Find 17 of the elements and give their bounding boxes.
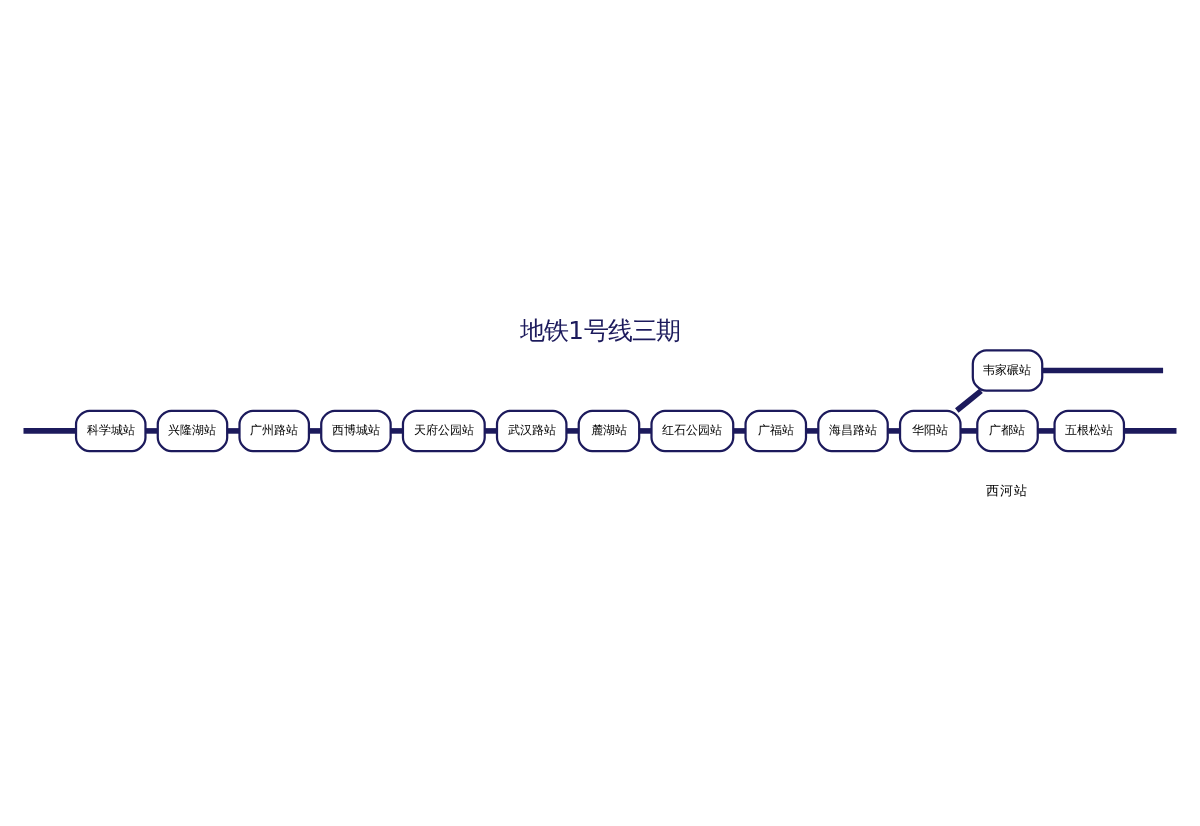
diagram-title: 地铁1号线三期: [520, 316, 680, 345]
connector: [566, 428, 579, 434]
connector: [145, 428, 158, 434]
connector: [390, 428, 403, 434]
connector: [639, 428, 652, 434]
connector: [955, 388, 983, 413]
connector: [1037, 428, 1055, 434]
connector: [733, 428, 746, 434]
connector: [23, 428, 76, 434]
connector: [960, 428, 978, 434]
connector: [806, 428, 819, 434]
connector: [1124, 428, 1177, 434]
connector: [484, 428, 497, 434]
connector: [227, 428, 240, 434]
connector: [888, 428, 900, 434]
connector: [309, 428, 321, 434]
connector: [1042, 367, 1164, 374]
